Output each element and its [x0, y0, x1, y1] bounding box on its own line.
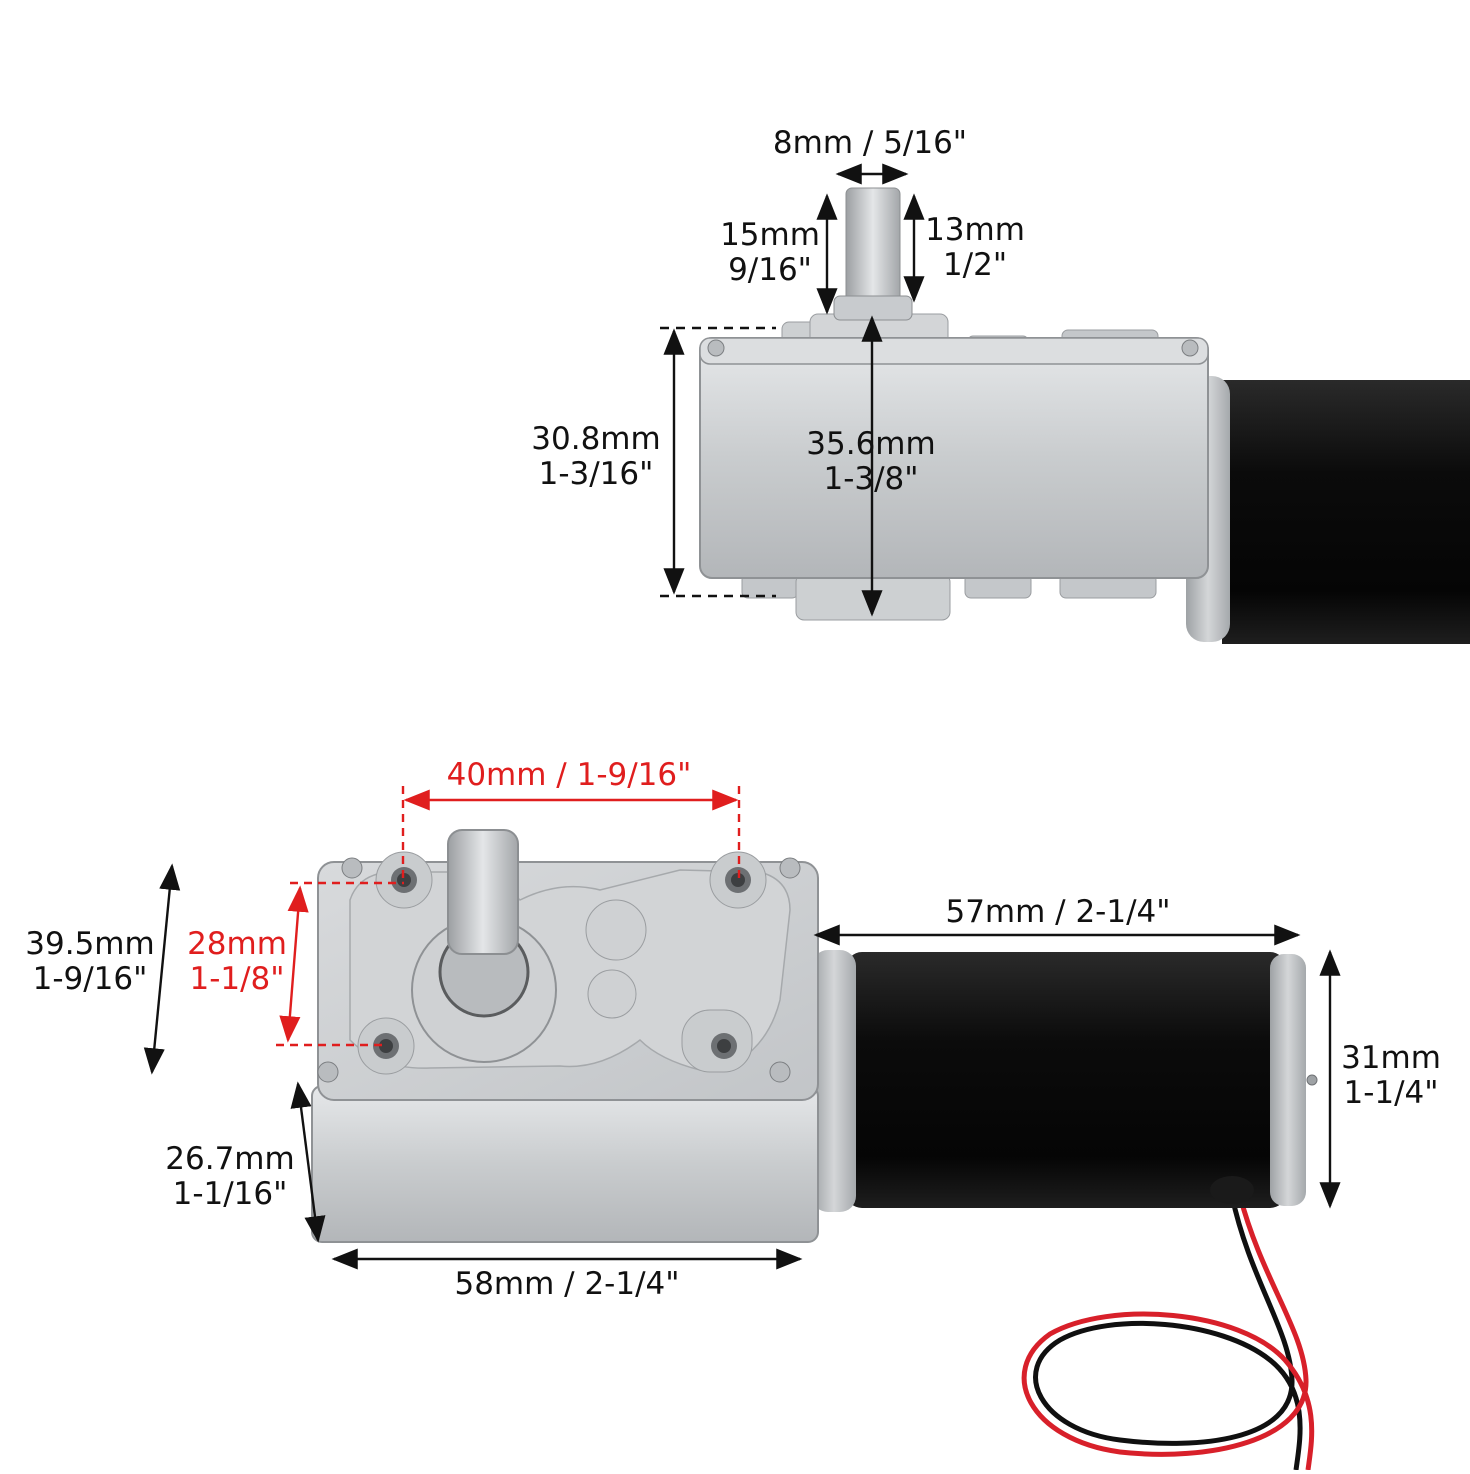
- label-motor-diameter-inch: 1-1/4": [1343, 1075, 1439, 1111]
- front-mount-hole-br: [681, 1009, 753, 1073]
- front-mount-hole-bl: [357, 1017, 415, 1075]
- label-gearbox-depth-inch: 1-1/16": [172, 1176, 288, 1212]
- label-gearbox-length-text: 58mm / 2-1/4": [454, 1266, 680, 1302]
- label-hole-spacing-vertical-mm: 28mm: [187, 926, 287, 962]
- front-screw-br: [769, 1061, 791, 1083]
- top-screw-left: [707, 339, 725, 357]
- label-shaft-diameter-text: 8mm / 5/16": [772, 125, 968, 161]
- label-motor-diameter-mm: 31mm: [1341, 1040, 1441, 1076]
- wire-red: [1021, 1195, 1315, 1471]
- label-overall-height: 35.6mm 1-3/8": [798, 427, 944, 497]
- label-shaft-length-mm: 15mm: [720, 217, 820, 253]
- label-motor-length: 57mm / 2-1/4": [930, 895, 1186, 930]
- label-hole-spacing-horizontal-text: 40mm / 1-9/16": [446, 757, 692, 793]
- front-view-motor: [311, 829, 1318, 1471]
- label-gearbox-height-inch: 1-3/16": [538, 456, 654, 492]
- top-gearbox-flange: [699, 337, 1209, 365]
- front-motor-front-cap: [812, 950, 856, 1212]
- front-gearbox-side: [311, 1085, 819, 1243]
- label-gearbox-width: 39.5mm 1-9/16": [18, 927, 162, 997]
- top-view-motor: [699, 187, 1470, 644]
- front-mount-hole-tr: [709, 851, 767, 909]
- label-overall-height-inch: 1-3/8": [823, 461, 919, 497]
- dim-gearbox-depth-line: [290, 1081, 326, 1243]
- front-motor-rear-cap: [1270, 954, 1306, 1206]
- label-overall-height-mm: 35.6mm: [806, 426, 936, 462]
- label-hole-spacing-vertical: 28mm 1-1/8": [178, 927, 296, 997]
- label-shaft-length-inch: 9/16": [728, 252, 812, 288]
- front-screw-tl: [341, 857, 363, 879]
- front-view-dimensions: [143, 786, 1341, 1270]
- dim-hole-spacing-v-line: [279, 885, 309, 1043]
- label-shaft-flat-length: 13mm 1/2": [918, 213, 1032, 283]
- front-boss-1: [585, 899, 647, 961]
- top-screw-right: [1181, 339, 1199, 357]
- front-output-shaft: [447, 829, 519, 955]
- label-shaft-length: 15mm 9/16": [712, 218, 828, 288]
- label-hole-spacing-horizontal: 40mm / 1-9/16": [434, 758, 704, 793]
- label-gearbox-width-mm: 39.5mm: [25, 926, 155, 962]
- label-gearbox-width-inch: 1-9/16": [32, 961, 148, 997]
- label-motor-diameter: 31mm 1-1/4": [1334, 1041, 1448, 1111]
- dim-gearbox-width-line: [143, 863, 181, 1075]
- front-screw-tr: [779, 857, 801, 879]
- front-motor-body: [846, 952, 1286, 1208]
- top-motor-body: [1222, 380, 1470, 644]
- front-screw-bl: [317, 1061, 339, 1083]
- label-gearbox-length: 58mm / 2-1/4": [438, 1267, 696, 1302]
- front-boss-2: [587, 969, 637, 1019]
- front-motor-rear-pin: [1306, 1074, 1318, 1086]
- label-motor-length-text: 57mm / 2-1/4": [945, 894, 1171, 930]
- label-shaft-flat-inch: 1/2": [942, 247, 1008, 283]
- label-shaft-flat-mm: 13mm: [925, 212, 1025, 248]
- front-mount-hole-tl: [375, 851, 433, 909]
- top-shaft-collar: [833, 295, 913, 321]
- top-gearbox-housing: [699, 337, 1209, 579]
- wire-black: [1033, 1195, 1303, 1471]
- label-shaft-diameter: 8mm / 5/16": [762, 126, 978, 161]
- label-hole-spacing-vertical-inch: 1-1/8": [189, 961, 285, 997]
- label-gearbox-depth: 26.7mm 1-1/16": [158, 1142, 302, 1212]
- label-gearbox-height: 30.8mm 1-3/16": [524, 422, 668, 492]
- top-view-dimensions: [660, 163, 925, 617]
- label-gearbox-height-mm: 30.8mm: [531, 421, 661, 457]
- label-gearbox-depth-mm: 26.7mm: [165, 1141, 295, 1177]
- front-wire-grommet: [1210, 1176, 1254, 1204]
